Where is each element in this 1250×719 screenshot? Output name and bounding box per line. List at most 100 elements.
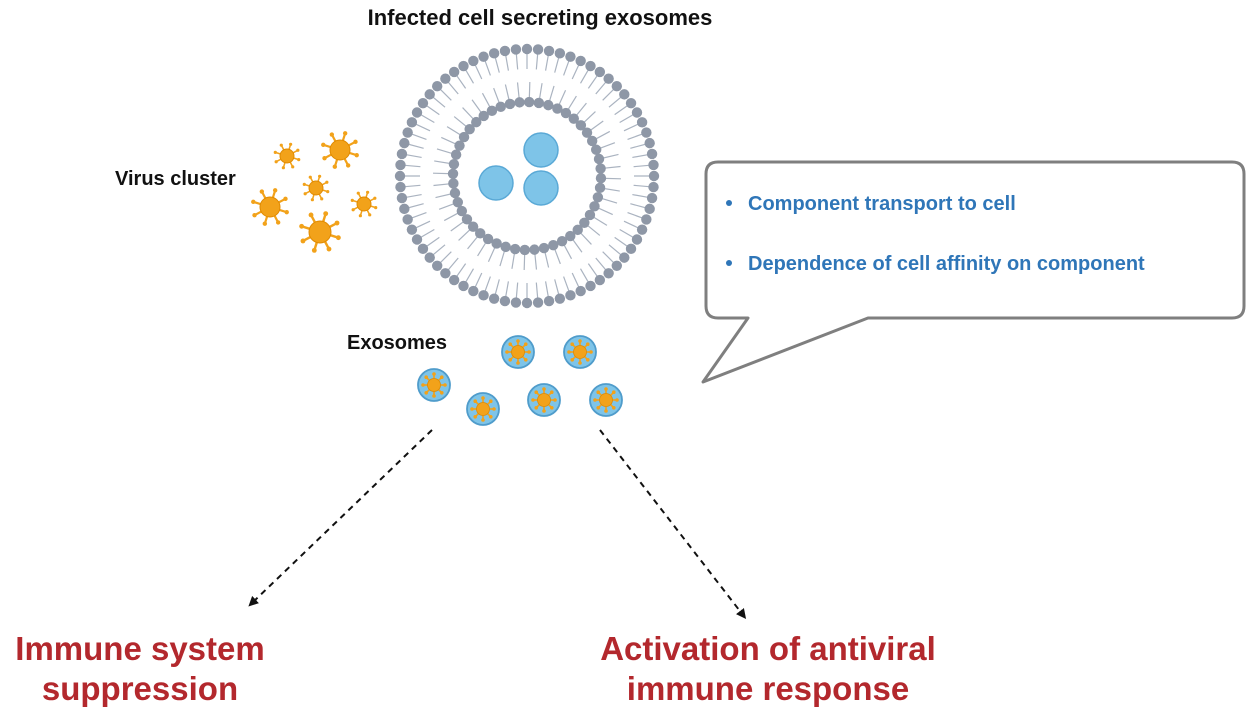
lipid-head bbox=[514, 97, 525, 108]
lipid-head bbox=[590, 144, 602, 155]
cargo-vesicle bbox=[523, 132, 559, 168]
lipid-head bbox=[543, 99, 554, 111]
exosome bbox=[417, 368, 451, 402]
lipid-head bbox=[565, 230, 576, 242]
lipid-head bbox=[478, 290, 489, 301]
lipid-head bbox=[499, 45, 511, 57]
lipid-head bbox=[619, 89, 630, 100]
lipid-head bbox=[468, 285, 479, 297]
lipid-head bbox=[593, 153, 605, 165]
lipid-head bbox=[456, 205, 468, 217]
lipid-head bbox=[458, 60, 469, 72]
lipid-head bbox=[554, 293, 566, 304]
cargo-vesicle bbox=[523, 170, 559, 206]
lipid-head bbox=[468, 55, 479, 67]
lipid-head bbox=[411, 107, 423, 118]
lipid-head bbox=[449, 187, 461, 199]
lipid-head bbox=[417, 243, 429, 255]
lipid-head bbox=[572, 224, 583, 236]
lipid-head bbox=[556, 235, 568, 247]
lipid-head bbox=[586, 135, 598, 147]
lipid-head bbox=[641, 214, 652, 225]
lipid-head bbox=[533, 97, 545, 109]
lipid-head bbox=[543, 295, 555, 307]
lipid-head bbox=[440, 268, 451, 279]
lipid-head bbox=[603, 73, 614, 84]
lipid-head bbox=[424, 252, 435, 263]
arrow-to-suppression bbox=[248, 429, 433, 607]
infected-cell bbox=[394, 43, 660, 309]
lipid-head bbox=[519, 244, 530, 256]
lipid-head bbox=[411, 234, 423, 245]
lipid-head bbox=[448, 178, 459, 189]
lipid-head bbox=[510, 297, 522, 308]
lipid-head bbox=[467, 221, 479, 232]
lipid-head bbox=[448, 66, 460, 78]
lipid-head bbox=[625, 243, 637, 255]
lipid-head bbox=[646, 148, 658, 160]
lipid-head bbox=[648, 159, 659, 171]
lipid-head bbox=[495, 101, 506, 113]
lipid-head bbox=[585, 60, 596, 72]
lipid-head bbox=[552, 103, 563, 114]
lipid-head bbox=[611, 80, 623, 92]
outcome-activation-line-1: Activation of antiviral bbox=[600, 630, 936, 667]
lipid-head bbox=[394, 170, 406, 182]
lipid-head bbox=[589, 201, 600, 212]
lipid-head bbox=[646, 192, 658, 204]
virus-particle bbox=[251, 188, 289, 226]
lipid-head bbox=[575, 120, 587, 131]
arrow-to-activation bbox=[599, 429, 747, 619]
exosome bbox=[563, 335, 597, 369]
virus-cluster-label: Virus cluster bbox=[115, 168, 236, 190]
lipid-head bbox=[475, 228, 486, 239]
lipid-head bbox=[625, 97, 637, 109]
lipid-head bbox=[396, 192, 408, 204]
cargo-vesicle bbox=[478, 165, 514, 201]
membrane-heads bbox=[394, 43, 660, 309]
lipid-head bbox=[471, 116, 482, 128]
lipid-head bbox=[399, 137, 410, 149]
lipid-head bbox=[636, 224, 648, 235]
lipid-head bbox=[565, 51, 576, 62]
lipid-head bbox=[478, 110, 489, 122]
lipid-head bbox=[488, 293, 500, 304]
bullet-dot bbox=[726, 200, 732, 206]
virus-particle bbox=[302, 174, 330, 202]
exosome bbox=[466, 392, 500, 426]
lipid-head bbox=[644, 137, 655, 149]
outcome-activation-line-2: immune response bbox=[627, 670, 909, 707]
lipid-head bbox=[402, 214, 413, 225]
exosomes-label: Exosomes bbox=[347, 332, 447, 354]
lipid-head bbox=[603, 268, 614, 279]
lipid-head bbox=[500, 241, 511, 253]
exosome bbox=[501, 335, 535, 369]
lipid-head bbox=[510, 44, 522, 55]
lipid-head bbox=[648, 170, 660, 182]
lipid-head bbox=[402, 127, 413, 138]
lipid-head bbox=[486, 105, 498, 117]
exosome-group bbox=[417, 335, 623, 426]
callout-bubble bbox=[701, 160, 1246, 384]
virus-particle bbox=[350, 190, 378, 218]
lipid-head bbox=[548, 239, 559, 251]
lipid-head bbox=[584, 209, 596, 221]
lipid-head bbox=[538, 242, 550, 254]
lipid-head bbox=[399, 203, 410, 215]
lipid-head bbox=[406, 117, 418, 128]
bullet-dot bbox=[726, 260, 732, 266]
callout-bullet-2: Dependence of cell affinity on component bbox=[748, 253, 1145, 275]
virus-particle bbox=[299, 211, 341, 253]
lipid-head bbox=[594, 274, 606, 286]
lipid-head bbox=[491, 238, 502, 249]
lipid-head bbox=[504, 98, 516, 110]
lipid-head bbox=[431, 260, 443, 272]
callout-bullet-1: Component transport to cell bbox=[748, 193, 1016, 215]
lipid-head bbox=[529, 244, 540, 255]
lipid-head bbox=[509, 243, 521, 255]
lipid-head bbox=[454, 140, 465, 151]
lipid-head bbox=[595, 173, 607, 184]
lipid-head bbox=[488, 48, 500, 59]
lipid-head bbox=[424, 89, 435, 100]
